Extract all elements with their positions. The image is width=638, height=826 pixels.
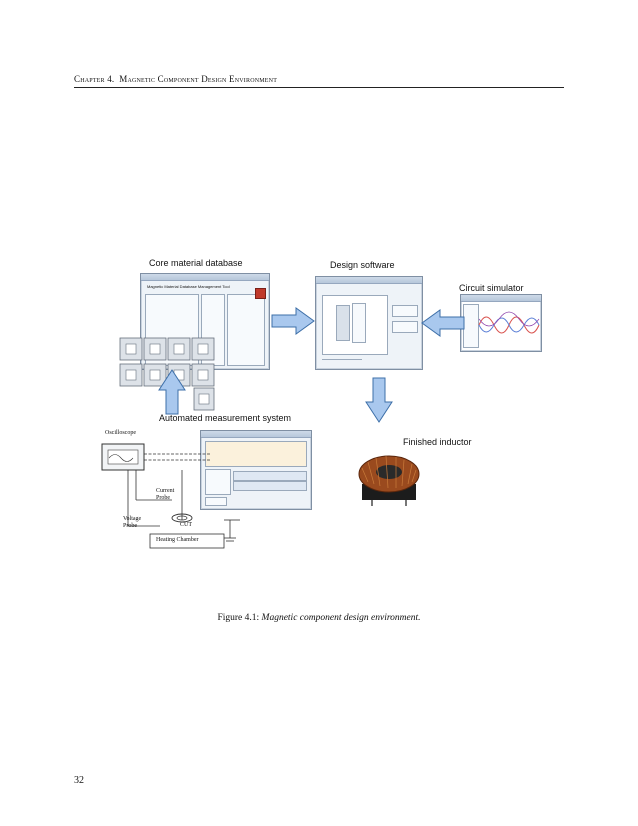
- label-voltage-probe: Voltage Probe: [123, 516, 142, 529]
- label-heating-chamber: Heating Chamber: [156, 537, 199, 543]
- figure-caption: Figure 4.1: Magnetic component design en…: [0, 613, 638, 623]
- header-rule: [74, 87, 564, 88]
- measurement-tool-window: [200, 430, 312, 510]
- circuit-simulator-window: [460, 294, 542, 352]
- chapter-number: Chapter 4.: [74, 74, 115, 84]
- page-number: 32: [74, 775, 84, 786]
- arrow-measure-to-db: [158, 369, 186, 415]
- label-core-material-database: Core material database: [149, 258, 243, 268]
- label-automated-measurement: Automated measurement system: [159, 413, 292, 423]
- label-circuit-simulator: Circuit simulator: [459, 283, 524, 293]
- label-current-probe: Current Probe: [156, 488, 175, 501]
- caption-text: Magnetic component design environment.: [261, 613, 421, 623]
- measurement-setup: [101, 443, 240, 549]
- caption-label: Figure 4.1:: [217, 613, 260, 623]
- running-header: Chapter 4. Magnetic Component Design Env…: [74, 74, 564, 84]
- design-software-window: [315, 276, 423, 370]
- arrow-design-to-inductor: [365, 377, 393, 423]
- arrow-sim-to-design: [421, 309, 465, 337]
- arrow-db-to-design: [271, 307, 315, 335]
- simulator-waveform: [478, 311, 540, 334]
- label-finished-inductor: Finished inductor: [403, 437, 472, 447]
- chapter-title: Magnetic Component Design Environment: [119, 74, 278, 84]
- label-design-software: Design software: [330, 260, 395, 270]
- toroid-inductor-image: [358, 455, 420, 506]
- database-window-title: Magnetic Material Database Management To…: [147, 284, 230, 289]
- label-oscilloscope: Oscilloscope: [105, 430, 136, 436]
- core-samples: [119, 337, 215, 411]
- label-cut: CUT: [180, 522, 192, 528]
